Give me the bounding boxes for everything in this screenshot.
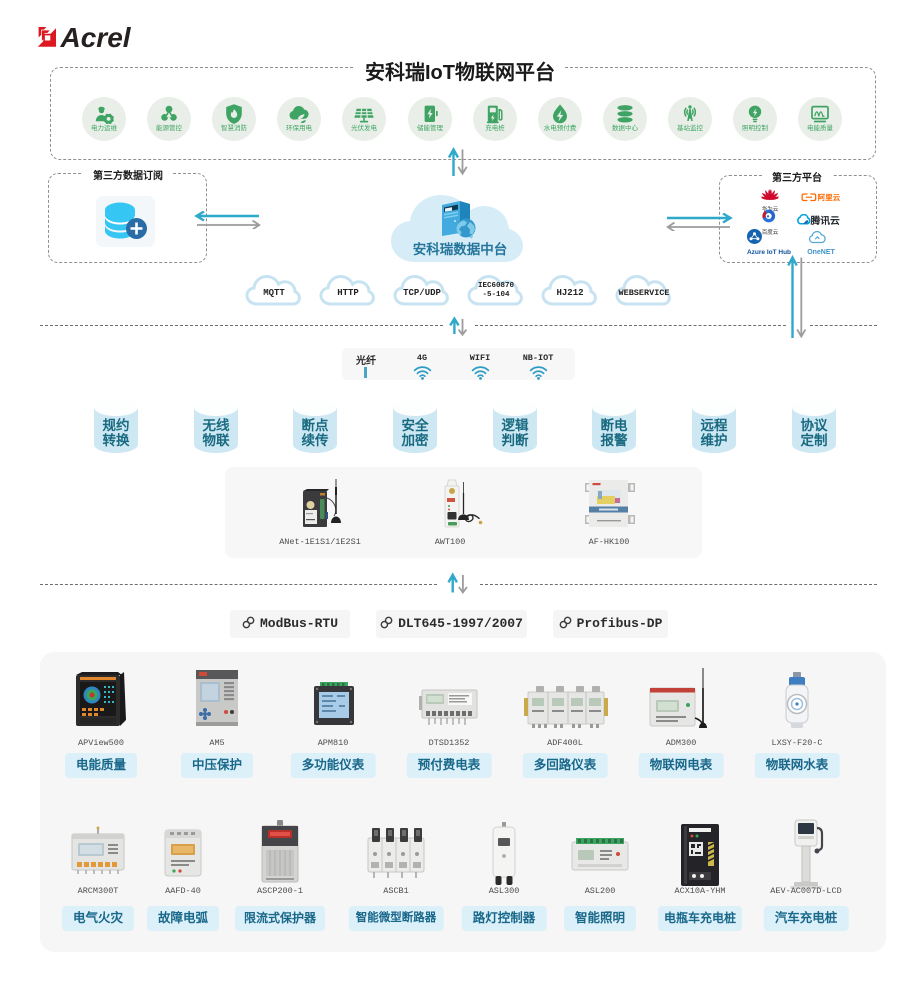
svg-text:腾讯云: 腾讯云 [810,214,840,226]
svg-text:Acrel: Acrel [60,26,132,52]
svg-text:阿里云: 阿里云 [817,193,840,202]
